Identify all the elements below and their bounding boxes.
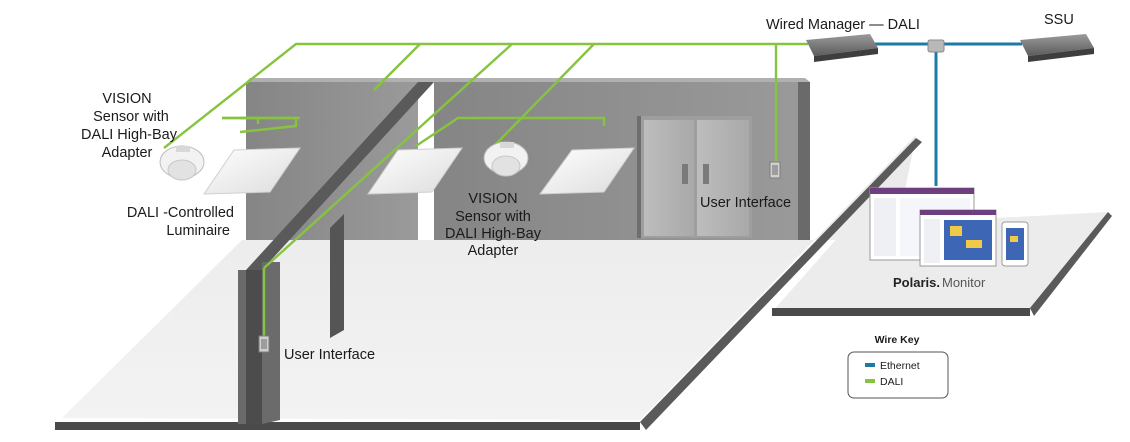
vision-sensor-left-line-3: DALI High-Bay [81,127,178,143]
dali-luminaire-line-2: Luminaire [166,223,230,239]
vision-sensor-center-label: VISION Sensor with DALI High-Bay Adapter [445,191,542,259]
user-interface-switch-right [769,161,781,179]
wire-key-dali-label: DALI [880,376,903,388]
wire-key-box [847,351,949,399]
wire-key-ethernet-label: Ethernet [880,360,920,372]
ethernet-swatch [865,363,875,367]
wire-key-title: Wire Key [875,334,920,346]
polaris-dot: . [936,275,940,290]
dali-luminaire-3 [538,147,635,195]
vision-sensor-center-line-3: DALI High-Bay [445,226,542,242]
dali-swatch [865,379,875,383]
ssu-label: SSU [1044,12,1074,28]
vision-sensor-center-line-4: Adapter [468,243,519,259]
user-interface-switch-left [258,335,270,353]
vision-sensor-center-line-1: VISION [468,191,517,207]
partition-walls [238,82,434,424]
polaris-monitor-label: Polaris.Monitor [893,275,986,290]
ethernet-junction [927,39,945,53]
vision-sensor-left-label: VISION Sensor with DALI High-Bay Adapter [81,91,178,161]
vision-sensor-left-line-2: Sensor with [93,109,169,125]
polaris-product: Monitor [942,275,986,290]
vision-sensor-center-line-2: Sensor with [455,209,531,225]
polaris-brand: Polaris [893,275,936,290]
dali-luminaire-line-1: DALI -Controlled [127,205,234,221]
vision-sensor-left [159,145,205,181]
polaris-monitor-screens [869,187,1029,267]
ssu-device [1020,34,1094,62]
wired-manager-device [806,34,878,62]
dali-luminaire-label: DALI -Controlled Luminaire [127,205,234,239]
user-interface-left-label: User Interface [284,347,375,363]
vision-sensor-center [483,141,529,177]
wired-manager-label: Wired Manager — DALI [766,17,920,33]
wire-key-legend: Wire Key Ethernet DALI [847,334,949,399]
dali-luminaire-1 [203,147,301,195]
dali-luminaire-2 [367,147,463,195]
vision-sensor-left-line-1: VISION [102,91,151,107]
vision-sensor-left-line-4: Adapter [102,145,153,161]
polaris-monitor-text: Polaris.Monitor [893,275,986,290]
user-interface-right-label: User Interface [700,195,791,211]
